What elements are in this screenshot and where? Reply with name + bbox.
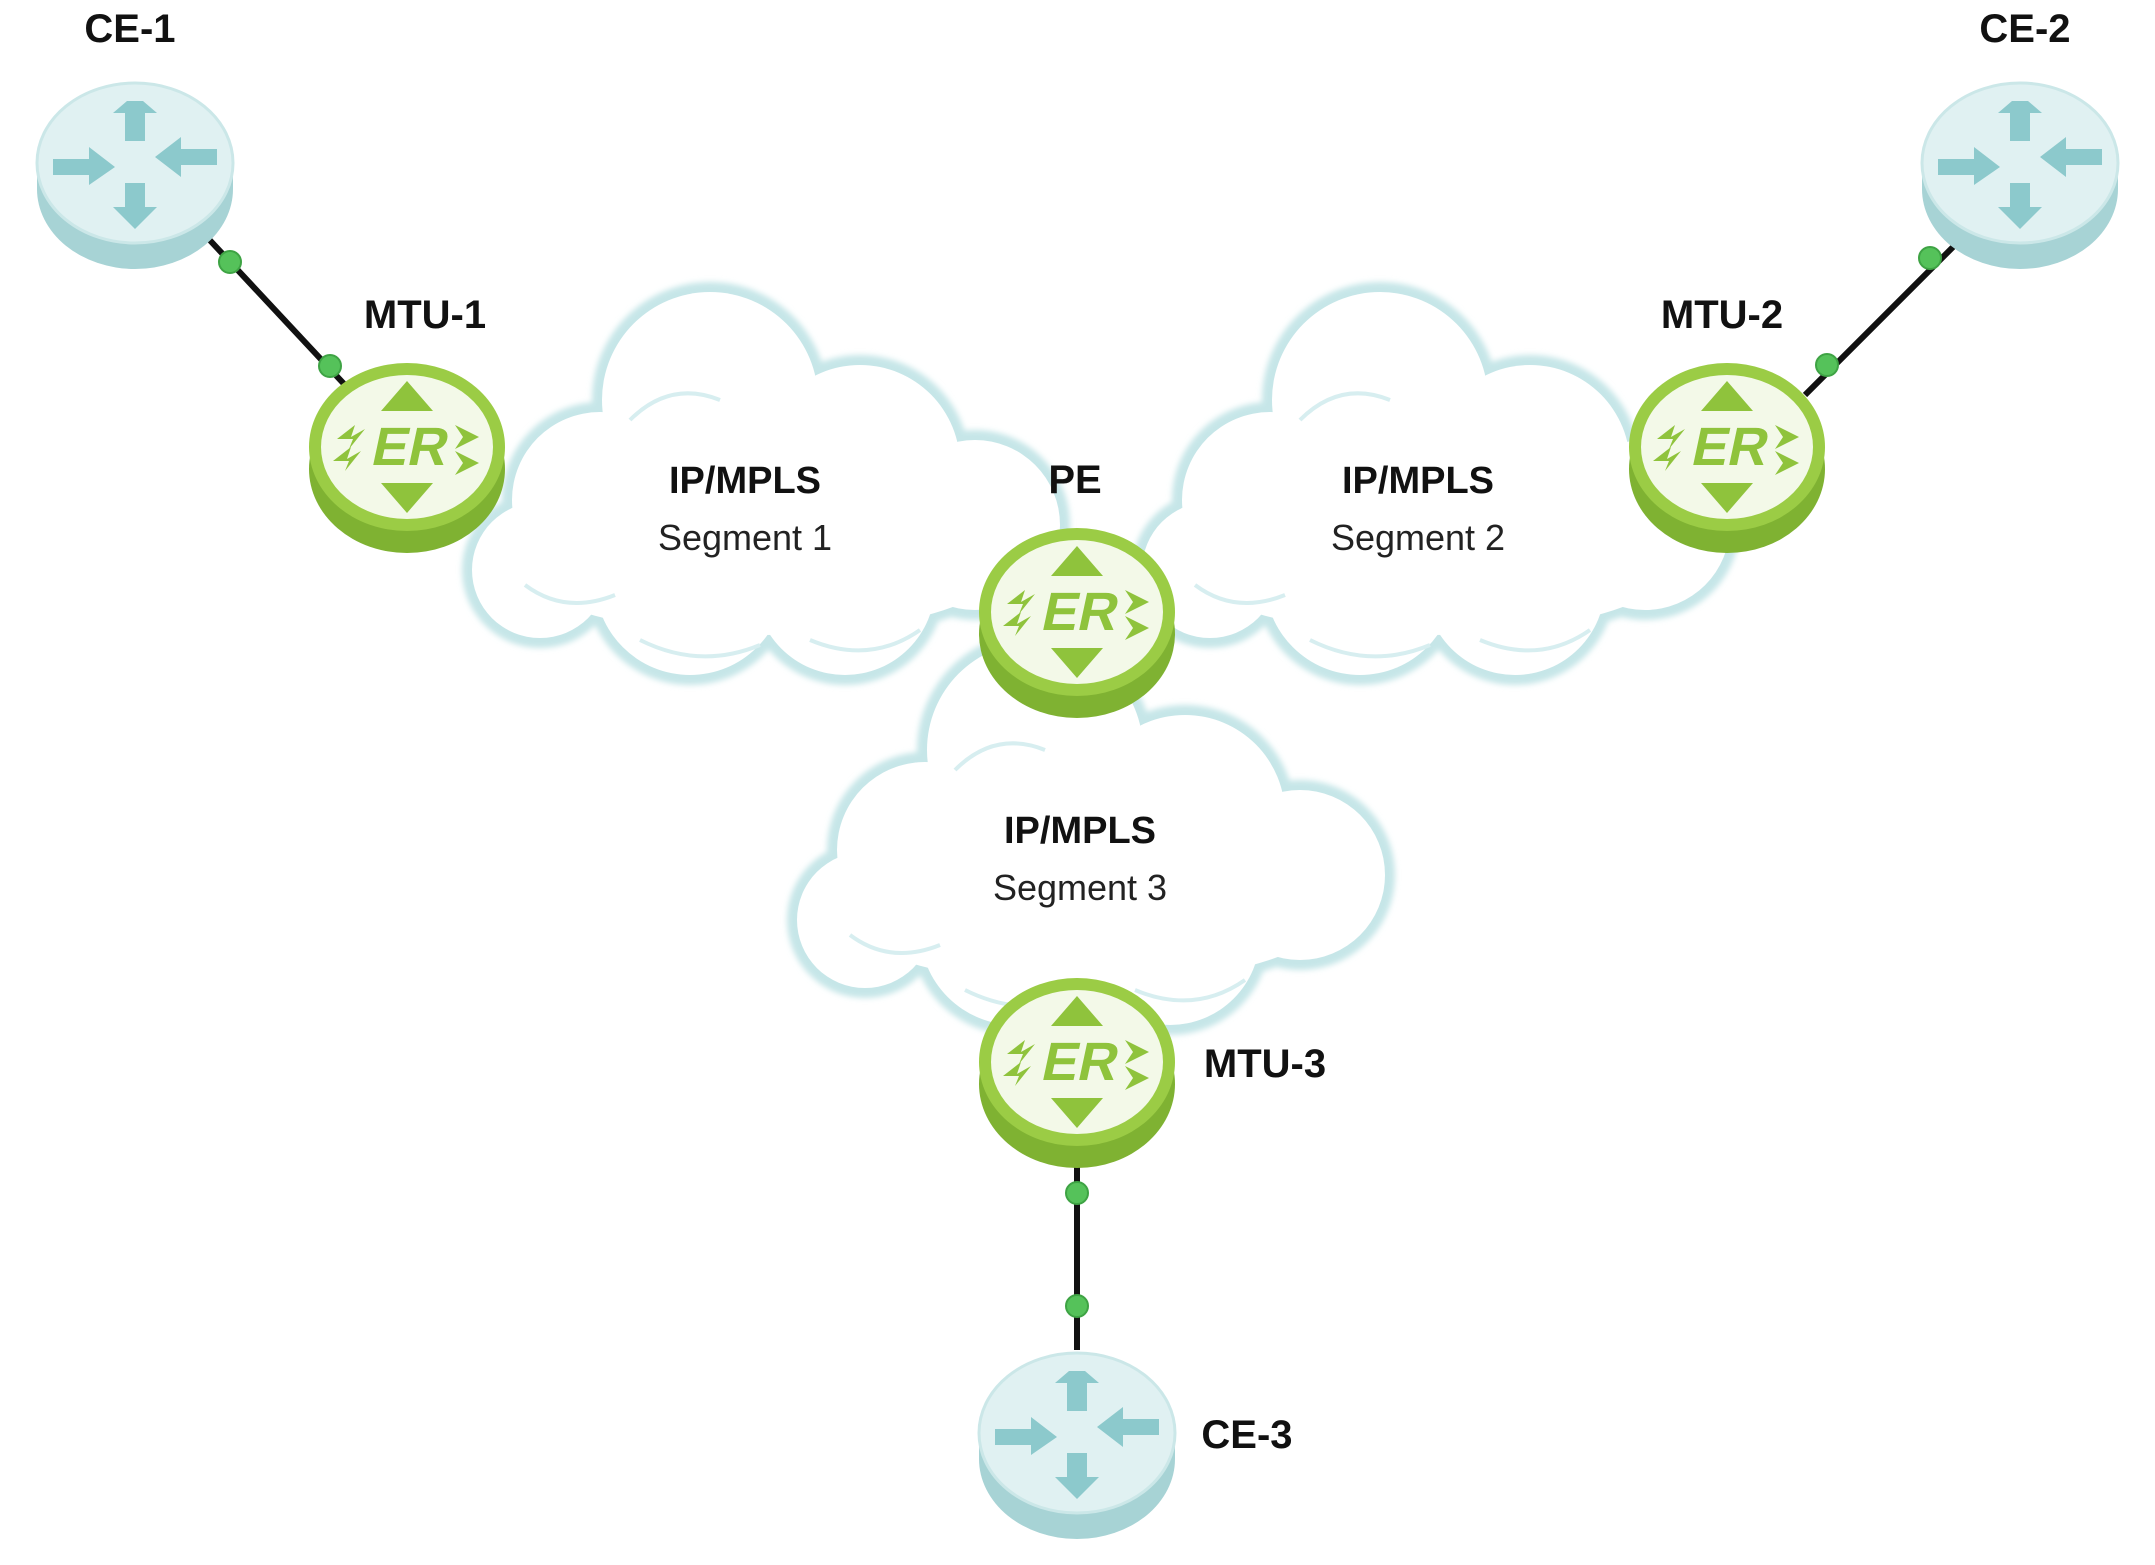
ports: [218, 246, 1942, 1318]
ce-1-label: CE-1: [84, 7, 175, 51]
router-icon[interactable]: [1920, 81, 2120, 271]
mtu-2-label: MTU-2: [1661, 293, 1783, 337]
port-dot: [1815, 353, 1839, 377]
port-dot: [218, 250, 242, 274]
segment-2-subtitle: Segment 2: [1331, 517, 1505, 558]
mtu-3-label: MTU-3: [1204, 1042, 1326, 1086]
er-router-icon[interactable]: [979, 978, 1175, 1168]
port-dot: [1918, 246, 1942, 270]
port-dot: [1065, 1181, 1089, 1205]
er-router-icon[interactable]: [309, 363, 505, 553]
ce-2-label: CE-2: [1979, 7, 2070, 51]
pe-label: PE: [1048, 458, 1101, 502]
segment-1-title: IP/MPLS: [669, 460, 821, 502]
router-icon[interactable]: [977, 1351, 1177, 1541]
segment-3-subtitle: Segment 3: [993, 867, 1167, 908]
ce-3-label: CE-3: [1201, 1413, 1292, 1457]
port-dot: [318, 354, 342, 378]
segment-3-title: IP/MPLS: [1004, 810, 1156, 852]
segment-1-subtitle: Segment 1: [658, 517, 832, 558]
er-router-icon[interactable]: [979, 528, 1175, 718]
segment-2-title: IP/MPLS: [1342, 460, 1494, 502]
router-icon[interactable]: [35, 81, 235, 271]
port-dot: [1065, 1294, 1089, 1318]
mtu-1-label: MTU-1: [364, 293, 486, 337]
er-router-icon[interactable]: [1629, 363, 1825, 553]
